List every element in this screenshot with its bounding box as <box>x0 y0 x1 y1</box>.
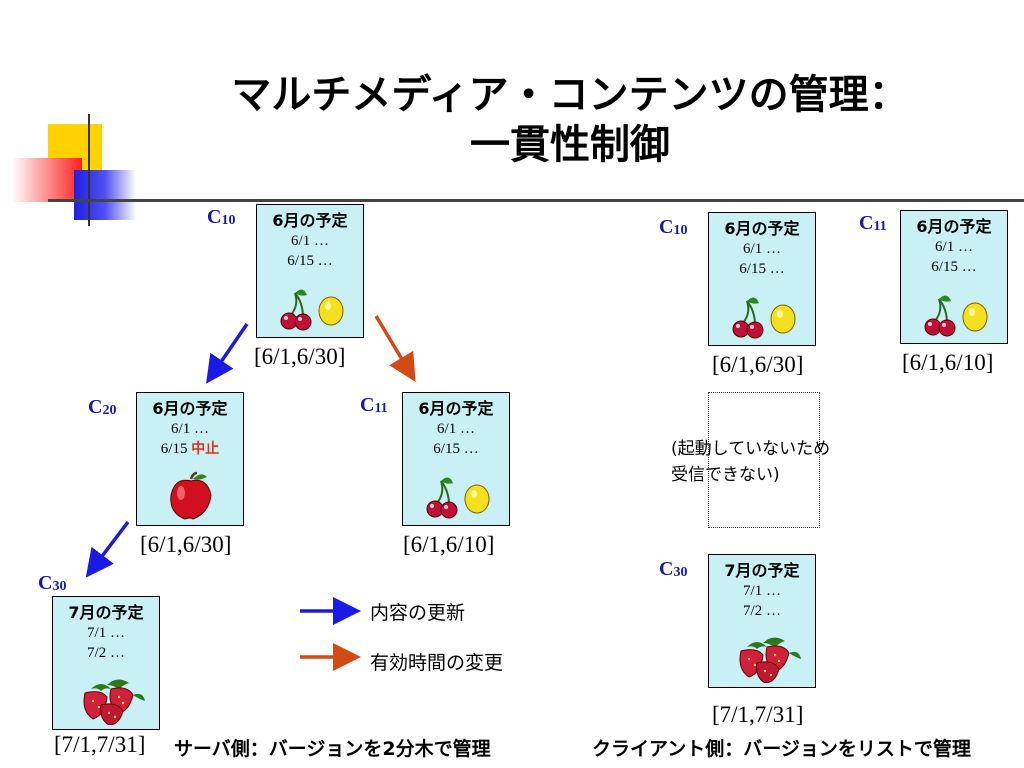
validity-range-c10: [6/1,6/30] <box>254 344 346 369</box>
client-version-label-c10: C10 <box>659 216 688 238</box>
strawberry-icon <box>739 636 802 683</box>
client-card-c30: 7月の予定 7/1 … 7/2 … <box>708 554 816 688</box>
client-validity-range-c30: [7/1,7/31] <box>712 702 804 727</box>
deco-square-red <box>12 158 82 202</box>
card-line: 7/1 … <box>743 583 781 599</box>
not-received-note: (起動していないため 受信できない) <box>671 439 831 485</box>
legend-validity-change: 有効時間の変更 <box>370 652 504 674</box>
cherry-lemon-icon <box>732 296 796 339</box>
legend-content-update: 内容の更新 <box>370 602 466 624</box>
deco-vertical-line <box>88 114 90 226</box>
cancel-label: 中止 <box>191 441 220 457</box>
version-label-c10: C10 <box>207 206 236 228</box>
card-line: 6/1 … <box>171 421 209 437</box>
client-card-c10: 6月の予定 6/1 … 6/15 … <box>708 212 816 346</box>
card-line: 6/15 中止 <box>160 441 220 457</box>
version-label-c11: C11 <box>360 394 388 416</box>
arrow-c10-to-c11 <box>374 315 416 383</box>
slide-title-line1: マルチメディア・コンテンツの管理： <box>231 72 909 118</box>
card-title: 6月の予定 <box>272 211 348 230</box>
version-label-c30: C30 <box>38 572 67 594</box>
card-line: 6/1 … <box>291 233 329 249</box>
cherry-lemon-icon <box>924 294 988 337</box>
card-line: 7/1 … <box>87 625 125 641</box>
slide-title-line2: 一貫性制御 <box>470 122 670 168</box>
arrow-c10-to-c20 <box>206 323 249 384</box>
card-line: 6/15 … <box>931 259 977 275</box>
card-title: 6月の予定 <box>724 219 800 238</box>
slide-title: マルチメディア・コンテンツの管理： 一貫性制御 <box>150 70 990 170</box>
client-validity-range-c11: [6/1,6/10] <box>902 350 994 375</box>
client-version-label-c30: C30 <box>659 558 688 580</box>
card-title: 7月の予定 <box>724 561 800 580</box>
validity-range-c30: [7/1,7/31] <box>54 732 146 757</box>
card-title: 6月の予定 <box>418 399 494 418</box>
schedule-card-c11: 6月の予定 6/1 … 6/15 … <box>402 392 510 526</box>
validity-range-c20: [6/1,6/30] <box>140 532 232 557</box>
client-caption: クライアント側：バージョンをリストで管理 <box>592 738 971 760</box>
card-title: 7月の予定 <box>68 603 144 622</box>
card-line: 6/1 … <box>935 239 973 255</box>
card-line: 7/2 … <box>87 645 125 661</box>
card-line: 6/1 … <box>437 421 475 437</box>
card-line: 6/15 … <box>287 253 333 269</box>
schedule-card-c10: 6月の予定 6/1 … 6/15 … <box>256 204 364 338</box>
arrow-c20-to-c30 <box>85 520 130 578</box>
client-validity-range-c10: [6/1,6/30] <box>712 352 804 377</box>
version-label-c20: C20 <box>88 396 117 418</box>
client-version-label-c11: C11 <box>859 212 887 234</box>
missing-version-placeholder <box>708 392 820 528</box>
validity-range-c11: [6/1,6/10] <box>403 532 495 557</box>
deco-square-blue <box>74 170 136 220</box>
client-card-c11: 6月の予定 6/1 … 6/15 … <box>900 210 1008 344</box>
card-line: 6/1 … <box>743 241 781 257</box>
server-caption: サーバ側：バージョンを2分木で管理 <box>174 738 491 760</box>
card-line: 6/15 … <box>739 261 785 277</box>
schedule-card-c20: 6月の予定 6/1 … 6/15 中止 <box>136 392 244 526</box>
card-line: 7/2 … <box>743 603 781 619</box>
schedule-card-c30: 7月の予定 7/1 … 7/2 … <box>52 596 160 730</box>
title-underline <box>48 199 1024 202</box>
card-line: 6/15 … <box>433 441 479 457</box>
card-title: 6月の予定 <box>152 399 228 418</box>
card-title: 6月の予定 <box>916 217 992 236</box>
